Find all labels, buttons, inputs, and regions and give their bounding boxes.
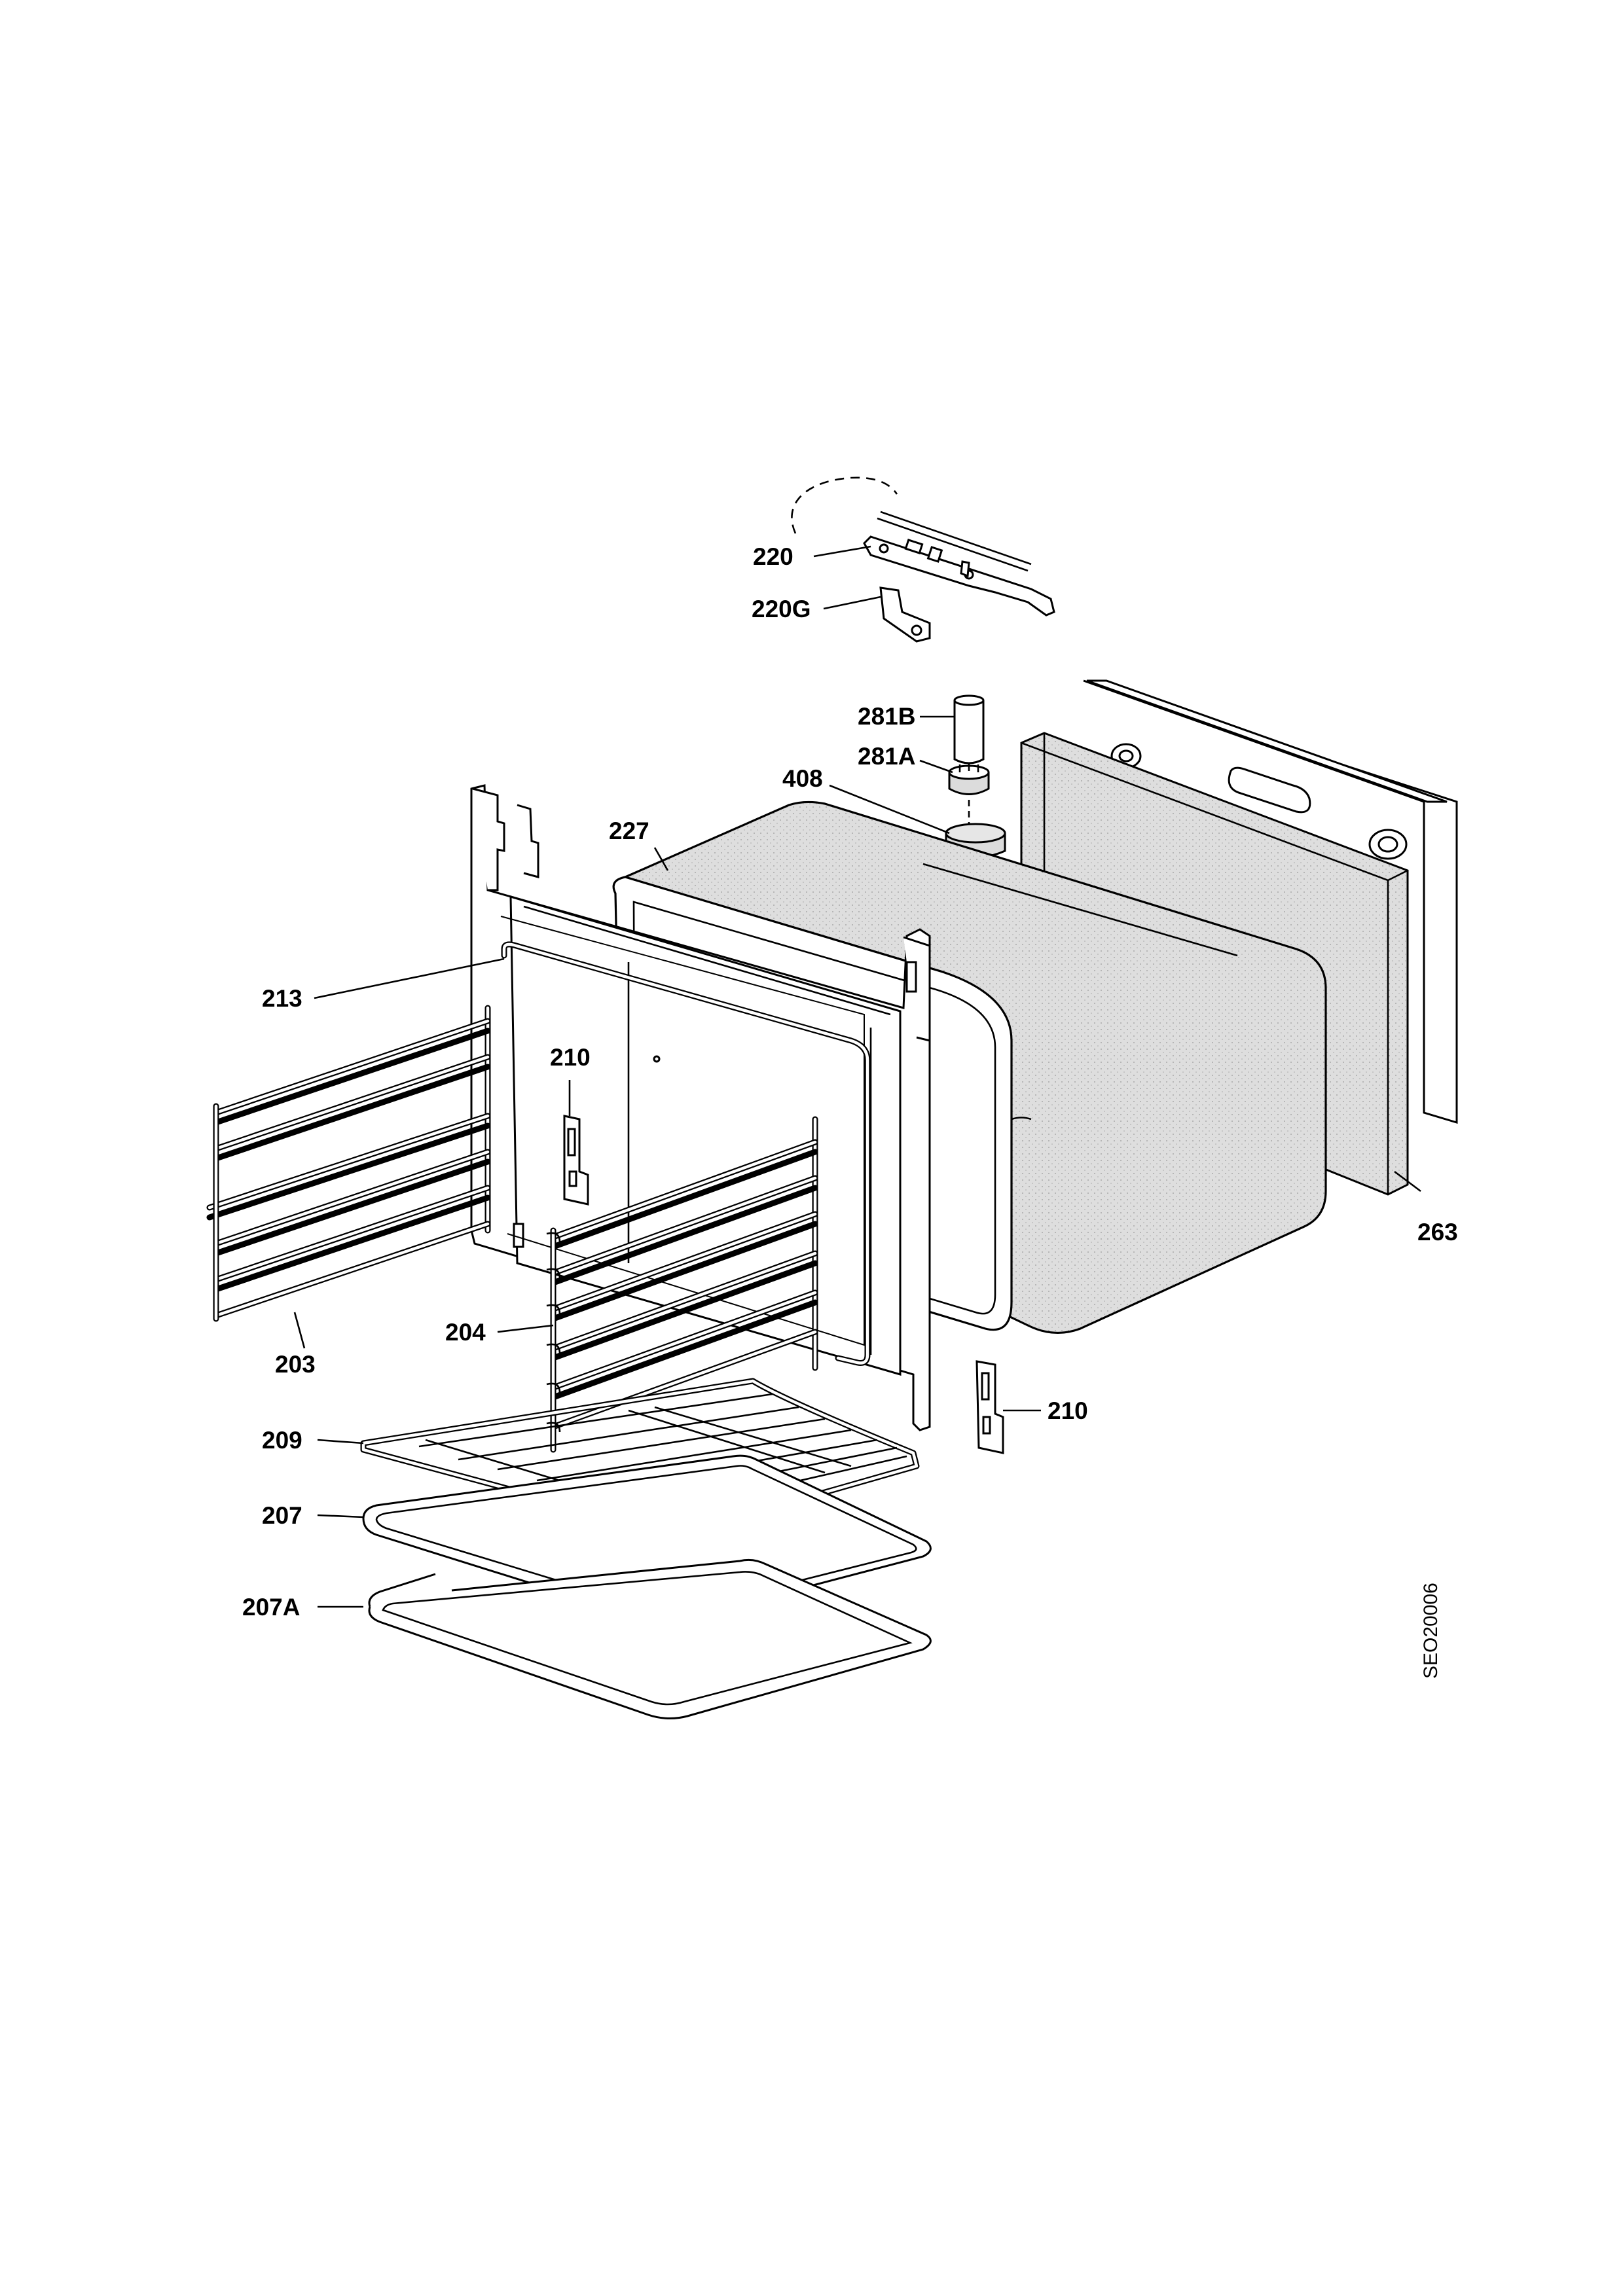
label-281b: 281B <box>858 703 915 730</box>
label-213: 213 <box>262 985 302 1012</box>
part-204-shelf-support-right <box>546 1116 818 1453</box>
label-210-right: 210 <box>1048 1397 1088 1424</box>
label-207: 207 <box>262 1502 302 1529</box>
part-281a-fitting <box>948 763 990 831</box>
part-207a-flat-tray <box>368 1558 932 1719</box>
leader-lines <box>293 545 1421 1608</box>
door-gasket-rope <box>501 941 871 1366</box>
part-210-hinge-right <box>976 1360 1004 1454</box>
part-labels: 220 220G 281B 281A 408 227 213 210 263 2… <box>242 543 1458 1621</box>
part-281b-tube <box>953 694 985 764</box>
part-203-shelf-support-left <box>206 1005 491 1322</box>
label-209: 209 <box>262 1427 302 1454</box>
part-210-hinge-left <box>563 1115 589 1206</box>
label-281a: 281A <box>858 743 915 770</box>
label-210-left: 210 <box>550 1044 591 1071</box>
label-220: 220 <box>753 543 793 570</box>
label-408: 408 <box>782 765 823 792</box>
label-220g: 220G <box>752 596 811 622</box>
label-207a: 207A <box>242 1594 300 1621</box>
label-227: 227 <box>609 817 649 844</box>
label-203: 203 <box>275 1351 316 1378</box>
drawing-code: SEO20006 <box>1420 1583 1442 1679</box>
part-220g-clip <box>879 586 931 643</box>
label-204: 204 <box>445 1319 486 1346</box>
label-263: 263 <box>1417 1219 1458 1246</box>
part-220-bracket <box>791 476 1055 617</box>
